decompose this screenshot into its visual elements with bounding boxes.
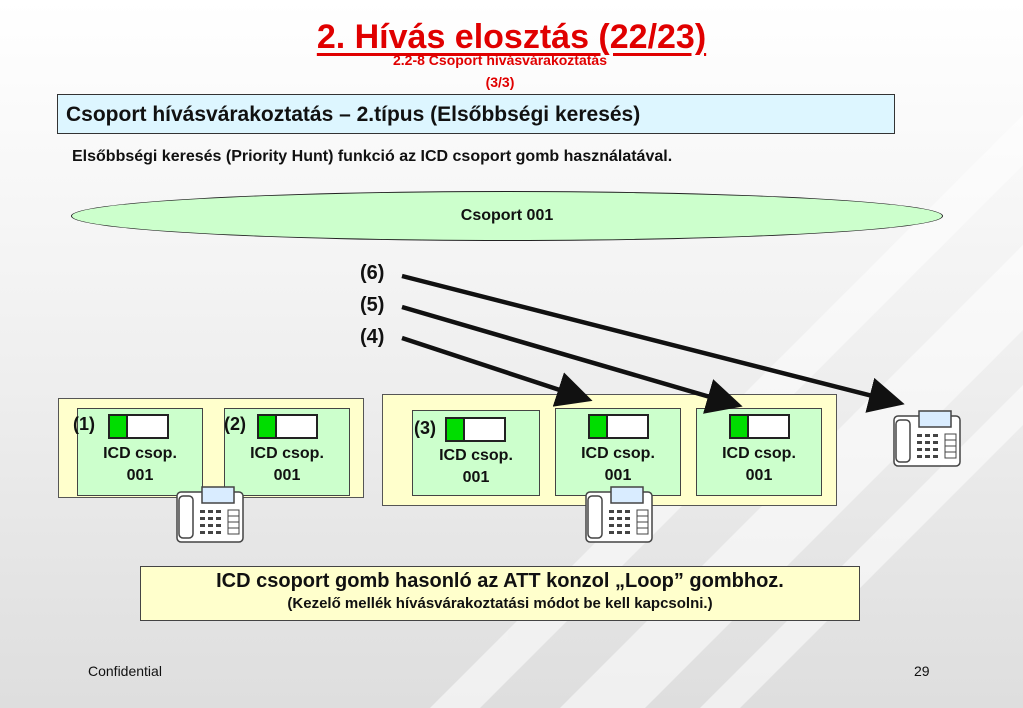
icd-group-button-5 — [729, 414, 790, 439]
group-label: Csoport 001 — [460, 207, 554, 224]
arrow-5 — [401, 304, 743, 414]
extension-1-number: (1) — [73, 414, 95, 434]
extension-1-line1: ICD csop. — [103, 445, 177, 462]
telephone-icon — [585, 486, 653, 543]
slide-subtitle: 2.2-8 Csoport hívásvárakoztatás — [393, 52, 607, 68]
slide-subtitle-page: (3/3) — [485, 74, 515, 90]
led-indicator — [590, 416, 608, 437]
led-indicator — [447, 419, 465, 440]
sequence-label-5: (5) — [360, 294, 385, 316]
arrow-6 — [401, 273, 905, 413]
page-number: 29 — [914, 663, 930, 679]
note-main-text: ICD csoport gomb hasonló az ATT konzol „… — [216, 570, 784, 592]
description-text: Elsőbbségi keresés (Priority Hunt) funkc… — [72, 148, 673, 165]
extension-2-line1: ICD csop. — [250, 445, 324, 462]
extension-2-line2: 001 — [273, 467, 301, 484]
sequence-label-6: (6) — [360, 262, 385, 284]
extension-3-line2: 001 — [462, 469, 490, 486]
icd-group-button-2 — [257, 414, 318, 439]
extension-1-line2: 001 — [126, 467, 154, 484]
icd-group-button-3 — [445, 417, 506, 442]
extension-4-line2: 001 — [604, 467, 632, 484]
footer-confidential: Confidential — [88, 663, 162, 679]
extension-5-line2: 001 — [745, 467, 773, 484]
extension-4-line1: ICD csop. — [581, 445, 655, 462]
extension-2-number: (2) — [224, 414, 246, 434]
section-header: Csoport hívásvárakoztatás – 2.típus (Els… — [57, 94, 895, 134]
telephone-icon — [893, 410, 961, 467]
extension-3-number: (3) — [414, 418, 436, 438]
slide-title: 2. Hívás elosztás (22/23) — [316, 18, 707, 56]
led-indicator — [110, 416, 128, 437]
telephone-icon — [176, 486, 244, 543]
led-indicator — [731, 416, 749, 437]
note-sub-text: (Kezelő mellék hívásvárakoztatási módot … — [287, 595, 713, 612]
icd-group-button-4 — [588, 414, 649, 439]
note-box: ICD csoport gomb hasonló az ATT konzol „… — [140, 566, 860, 621]
extension-5-line1: ICD csop. — [722, 445, 796, 462]
arrow-4 — [401, 335, 593, 407]
sequence-label-4: (4) — [360, 326, 385, 348]
group-ellipse: Csoport 001 — [71, 191, 943, 241]
icd-group-button-1 — [108, 414, 169, 439]
extension-3-line1: ICD csop. — [439, 447, 513, 464]
led-indicator — [259, 416, 277, 437]
